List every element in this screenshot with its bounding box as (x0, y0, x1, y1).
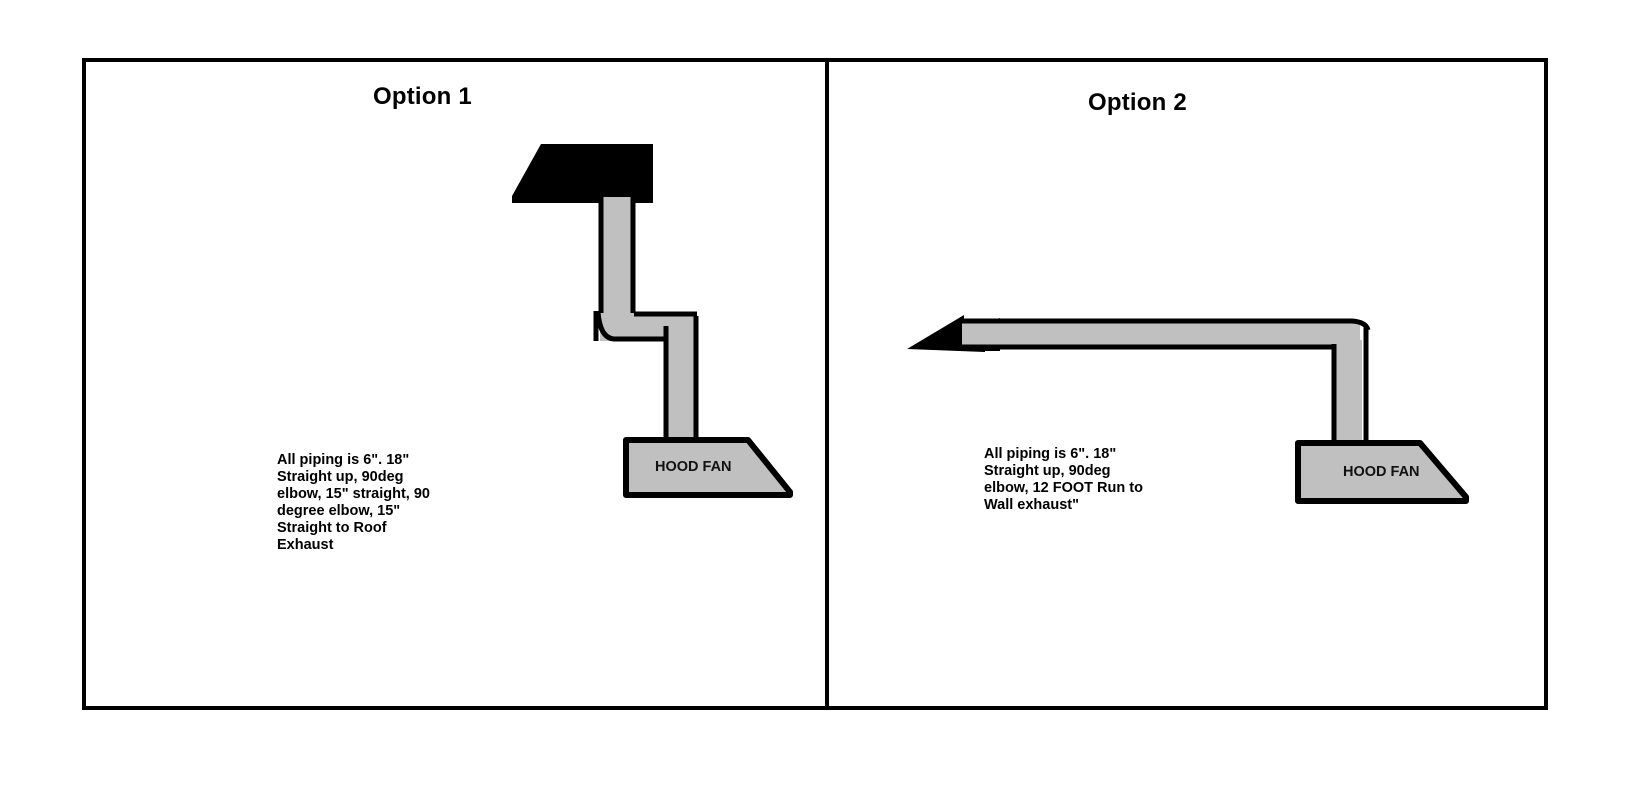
note-option-1: All piping is 6". 18" Straight up, 90deg… (277, 452, 430, 553)
hood-fan-body-option-2 (1295, 440, 1469, 504)
duct-vertical-option-2 (1327, 326, 1369, 456)
outer-frame (82, 58, 1548, 710)
panel-title-option-2: Option 2 (1088, 89, 1187, 116)
duct-vertical-upper (598, 196, 636, 327)
duct-vertical-lower (659, 316, 699, 453)
hood-fan-body (623, 437, 793, 498)
panel-title-option-1: Option 1 (373, 83, 472, 110)
hood-fan-label-option-2: HOOD FAN (1343, 464, 1420, 480)
note-option-2: All piping is 6". 18" Straight up, 90deg… (984, 446, 1143, 513)
duct-horizontal-run (962, 318, 1371, 350)
hood-fan-label-option-1: HOOD FAN (655, 459, 732, 475)
roof-exhaust-cap-icon (512, 144, 653, 203)
